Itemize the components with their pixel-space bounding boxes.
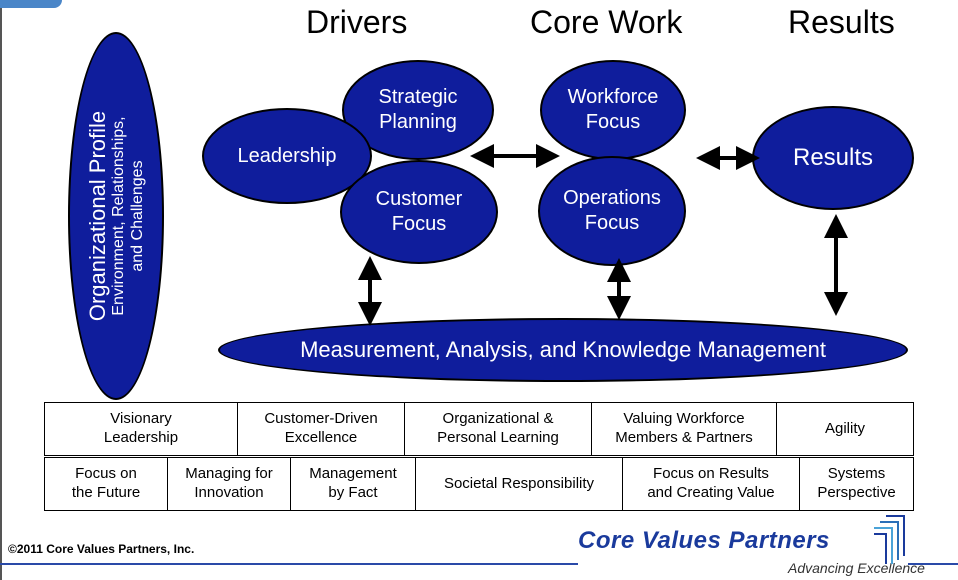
core-value-line: Perspective [817, 484, 896, 501]
customer-focus-line1: Customer [375, 188, 463, 210]
measurement-oval: Measurement, Analysis, and Knowledge Man… [218, 318, 908, 382]
core-value-line: Valuing Workforce [623, 410, 745, 428]
leadership-label: Leadership [237, 144, 337, 167]
workforce-focus-line2: Focus [585, 111, 641, 133]
core-value-line: Management [309, 465, 397, 483]
core-value-line: Innovation [194, 484, 264, 501]
core-value-line: Societal Responsibility [443, 474, 595, 492]
core-value-line: Focus on Results [653, 465, 769, 483]
operations-focus-line1: Operations [563, 187, 661, 209]
results-label: Results [792, 144, 874, 171]
core-value-line: Systems [827, 465, 886, 483]
core-value-line: Personal Learning [437, 429, 559, 446]
core-value-line: Leadership [103, 429, 179, 446]
logo-mark-icon [874, 515, 905, 564]
core-value-line: Visionary [110, 410, 172, 428]
leadership-oval: Leadership [202, 108, 372, 204]
core-value-line: Managing for [185, 465, 273, 483]
organizational-profile-oval [68, 32, 164, 400]
strategic-planning-line1: Strategic [378, 86, 458, 108]
core-value-line: Organizational & [442, 410, 554, 428]
core-value-cell: Societal Responsibility [415, 457, 623, 511]
footer-divider-left [0, 563, 578, 565]
customer-focus-oval: Customer Focus [340, 160, 498, 264]
copyright-text: ©2011 Core Values Partners, Inc. [8, 542, 195, 556]
header-core-work: Core Work [530, 4, 683, 40]
core-value-cell: Organizational &Personal Learning [404, 402, 592, 456]
footer-divider-right [908, 563, 958, 565]
left-border [0, 0, 2, 580]
core-value-line: by Fact [328, 484, 378, 501]
core-value-line: Agility [824, 419, 865, 437]
corner-accent [0, 0, 62, 8]
core-value-line: Members & Partners [615, 429, 753, 446]
core-value-line: the Future [71, 484, 141, 501]
operations-focus-line2: Focus [584, 212, 640, 234]
workforce-focus-line1: Workforce [567, 86, 659, 108]
header-drivers: Drivers [306, 4, 408, 40]
logo-tagline: Advancing Excellence [788, 560, 925, 576]
strategic-planning-line2: Planning [379, 111, 457, 133]
core-value-line: and Creating Value [647, 484, 775, 501]
header-results: Results [788, 4, 895, 40]
core-value-line: Focus on [75, 465, 137, 483]
measurement-label: Measurement, Analysis, and Knowledge Man… [300, 337, 826, 363]
workforce-focus-oval: Workforce Focus [540, 60, 686, 160]
core-value-line: Customer-Driven [264, 410, 378, 428]
logo-name: Core Values Partners [578, 527, 830, 554]
customer-focus-line2: Focus [391, 213, 447, 235]
core-value-cell: Agility [776, 402, 914, 456]
core-value-line: Excellence [284, 429, 358, 446]
results-oval: Results [752, 106, 914, 210]
